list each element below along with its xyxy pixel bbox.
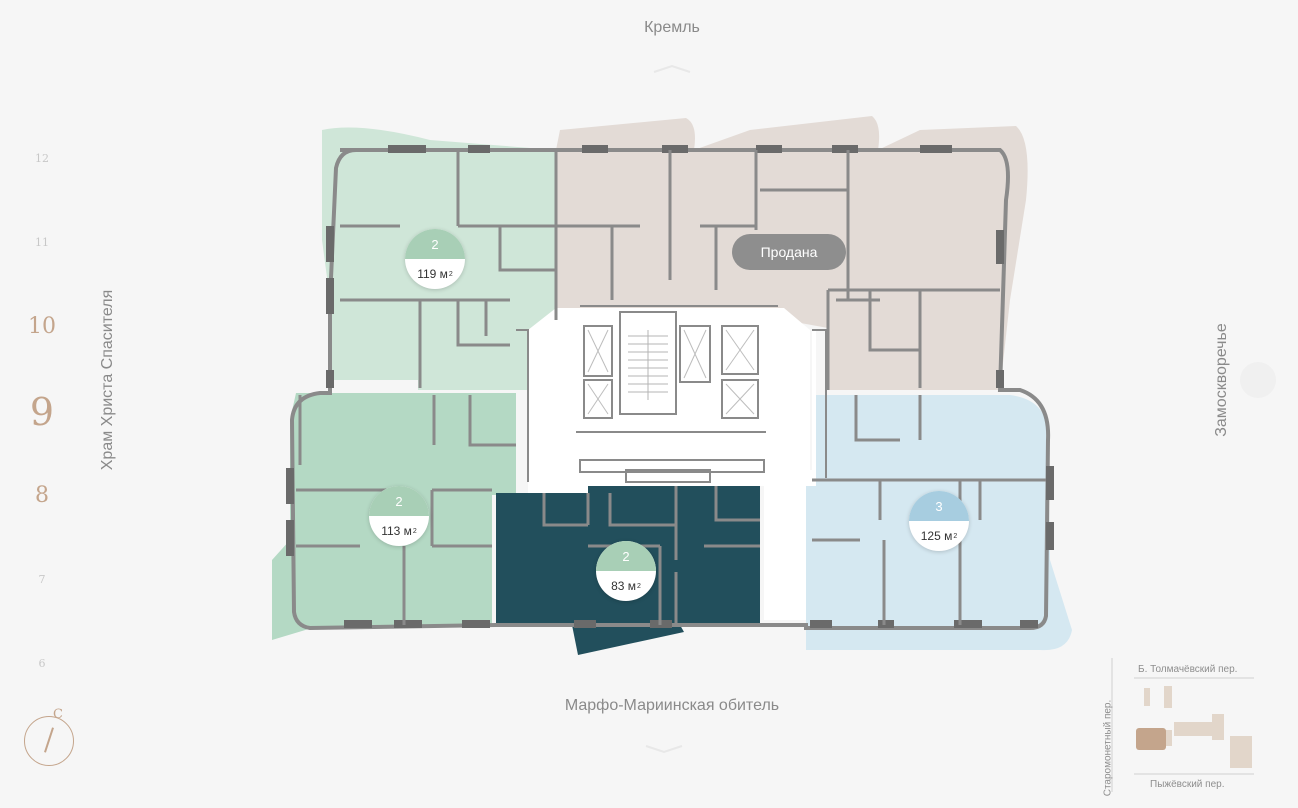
core-details xyxy=(516,305,827,483)
interior-walls-dark xyxy=(542,486,760,625)
floor-11[interactable]: 11 xyxy=(35,236,49,249)
windows xyxy=(286,145,1054,628)
south-arrow-icon xyxy=(645,745,683,754)
location-minimap: Б. Толмачёвский пер. Пыжёвский пер. Стар… xyxy=(1102,656,1264,797)
street-bottom-label: Пыжёвский пер. xyxy=(1150,779,1225,790)
floor-6[interactable]: 6 xyxy=(38,657,46,670)
direction-north-label: Кремль xyxy=(644,19,700,36)
compass-north-letter: С xyxy=(53,707,63,722)
minimap-drawing xyxy=(1111,658,1254,792)
direction-south-label: Марфо-Мариинская обитель xyxy=(564,697,780,714)
elevator-shafts xyxy=(587,329,755,415)
street-left-label: Старомонетный пер. xyxy=(1102,699,1114,797)
stairs xyxy=(628,330,668,400)
minimap-building-marker xyxy=(1136,728,1166,750)
floor-12[interactable]: 12 xyxy=(35,152,49,165)
east-arrow-icon xyxy=(1240,362,1276,398)
north-arrow-icon xyxy=(653,64,691,73)
compass-icon: С xyxy=(24,707,74,766)
interior-walls xyxy=(296,150,1046,625)
sold-badge[interactable]: Продана xyxy=(732,234,846,270)
floor-9-selected[interactable]: 9 xyxy=(29,390,55,434)
corridor xyxy=(764,486,806,620)
floor-7[interactable]: 7 xyxy=(38,573,46,586)
floor-8[interactable]: 8 xyxy=(35,483,49,508)
floor-10[interactable]: 10 xyxy=(28,314,56,339)
street-top-label: Б. Толмачёвский пер. xyxy=(1138,664,1238,675)
building-core xyxy=(528,308,816,620)
